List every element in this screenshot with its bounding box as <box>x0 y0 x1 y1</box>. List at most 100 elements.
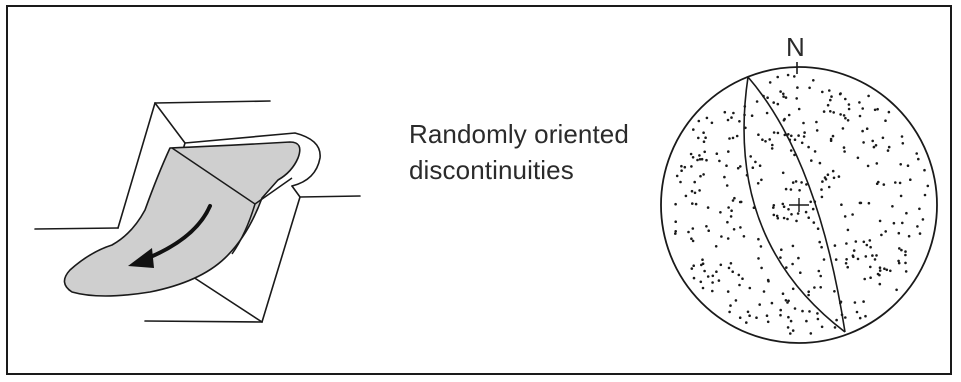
pole-dot <box>901 221 904 225</box>
pole-dot <box>793 138 797 141</box>
pole-dot <box>816 317 820 321</box>
pole-dot <box>851 254 855 257</box>
pole-dot <box>789 188 793 191</box>
pole-dot <box>815 129 819 132</box>
pole-dot <box>728 137 731 140</box>
pole-dot <box>787 299 790 303</box>
figure-caption: Randomly oriented discontinuities <box>409 116 629 188</box>
pole-dot <box>793 307 797 310</box>
pole-dot <box>805 319 808 323</box>
pole-dot <box>822 110 826 113</box>
caption-line-1: Randomly oriented <box>409 119 629 149</box>
pole-dot <box>787 113 791 117</box>
pole-dot <box>770 147 774 150</box>
pole-dot <box>745 321 748 324</box>
pole-dot <box>766 96 769 99</box>
pole-dot <box>787 315 790 319</box>
pole-dot <box>818 161 822 165</box>
pole-dot <box>876 107 879 111</box>
pole-dot <box>765 111 769 115</box>
pole-dot <box>884 119 887 122</box>
pole-dot <box>829 110 832 113</box>
pole-dot <box>802 135 806 138</box>
pole-dot <box>807 216 810 219</box>
pole-dot <box>826 103 830 107</box>
pole-dot <box>728 310 731 314</box>
pole-dot <box>904 250 907 253</box>
pole-dot <box>822 258 826 261</box>
pole-dot <box>829 139 833 142</box>
north-label: N <box>786 32 805 62</box>
pole-dot <box>690 165 693 168</box>
great-circle-arc-2 <box>747 76 846 333</box>
pole-dot <box>803 131 806 134</box>
pole-dot <box>812 221 816 224</box>
pole-dot <box>887 145 891 149</box>
pole-dot <box>865 127 869 130</box>
pole-dot <box>862 240 866 244</box>
pole-dot <box>872 145 876 149</box>
pole-dot <box>878 269 882 272</box>
pole-dot <box>715 152 719 155</box>
pole-dot <box>823 176 827 179</box>
pole-dot <box>768 81 772 84</box>
pole-dot <box>755 316 758 320</box>
pole-dot <box>818 240 821 244</box>
pole-dot <box>698 189 701 192</box>
pole-dot <box>858 114 862 118</box>
pole-dot <box>782 216 786 220</box>
slide-direction-arrow <box>128 204 212 268</box>
pole-dot <box>734 299 738 302</box>
pole-dot <box>772 204 776 207</box>
pole-dot <box>820 188 823 191</box>
pole-dot <box>714 245 718 248</box>
pole-dot <box>751 166 755 169</box>
pole-dot <box>916 225 919 228</box>
pole-dot <box>690 237 693 240</box>
pole-dot <box>757 133 760 136</box>
pole-dot <box>776 102 780 106</box>
pole-dot <box>749 155 752 158</box>
pole-dot <box>833 326 837 329</box>
pole-dot <box>798 189 801 192</box>
pole-dot <box>748 286 752 290</box>
pole-dot <box>710 121 714 125</box>
pole-dot <box>772 131 776 134</box>
pole-dot <box>683 165 687 169</box>
pole-dot <box>875 162 879 165</box>
pole-dot <box>772 206 775 209</box>
pole-dot <box>766 320 770 324</box>
pole-dot <box>875 254 878 257</box>
slide-mass <box>63 141 301 297</box>
pole-dot <box>727 206 730 209</box>
pole-dot <box>842 146 846 149</box>
pole-dot <box>735 134 739 138</box>
pole-dot <box>831 169 835 173</box>
pole-dot <box>779 90 782 93</box>
pole-dot <box>733 196 736 200</box>
pole-dot <box>819 286 822 289</box>
pole-dot <box>793 153 796 157</box>
pole-dot <box>905 211 908 215</box>
pole-dot <box>827 185 831 189</box>
pole-dot <box>762 94 765 98</box>
pole-dot <box>691 239 695 243</box>
pole-dot <box>725 184 729 187</box>
pole-dot <box>729 304 732 307</box>
pole-dot <box>748 314 751 318</box>
pole-dot <box>694 202 698 206</box>
pole-dot <box>701 286 705 290</box>
pole-dot <box>874 144 878 147</box>
pole-dot <box>775 214 779 218</box>
pole-dot <box>828 89 831 92</box>
pole-dot <box>770 301 774 305</box>
pole-dot <box>701 262 705 266</box>
pole-dot <box>791 244 795 248</box>
pole-dot <box>776 216 780 220</box>
pole-dot <box>699 280 703 284</box>
pole-dot <box>809 200 812 204</box>
pole-dot <box>898 181 902 185</box>
pole-dot <box>787 133 790 136</box>
pole-dot <box>690 267 694 270</box>
pole-dot <box>787 208 790 211</box>
